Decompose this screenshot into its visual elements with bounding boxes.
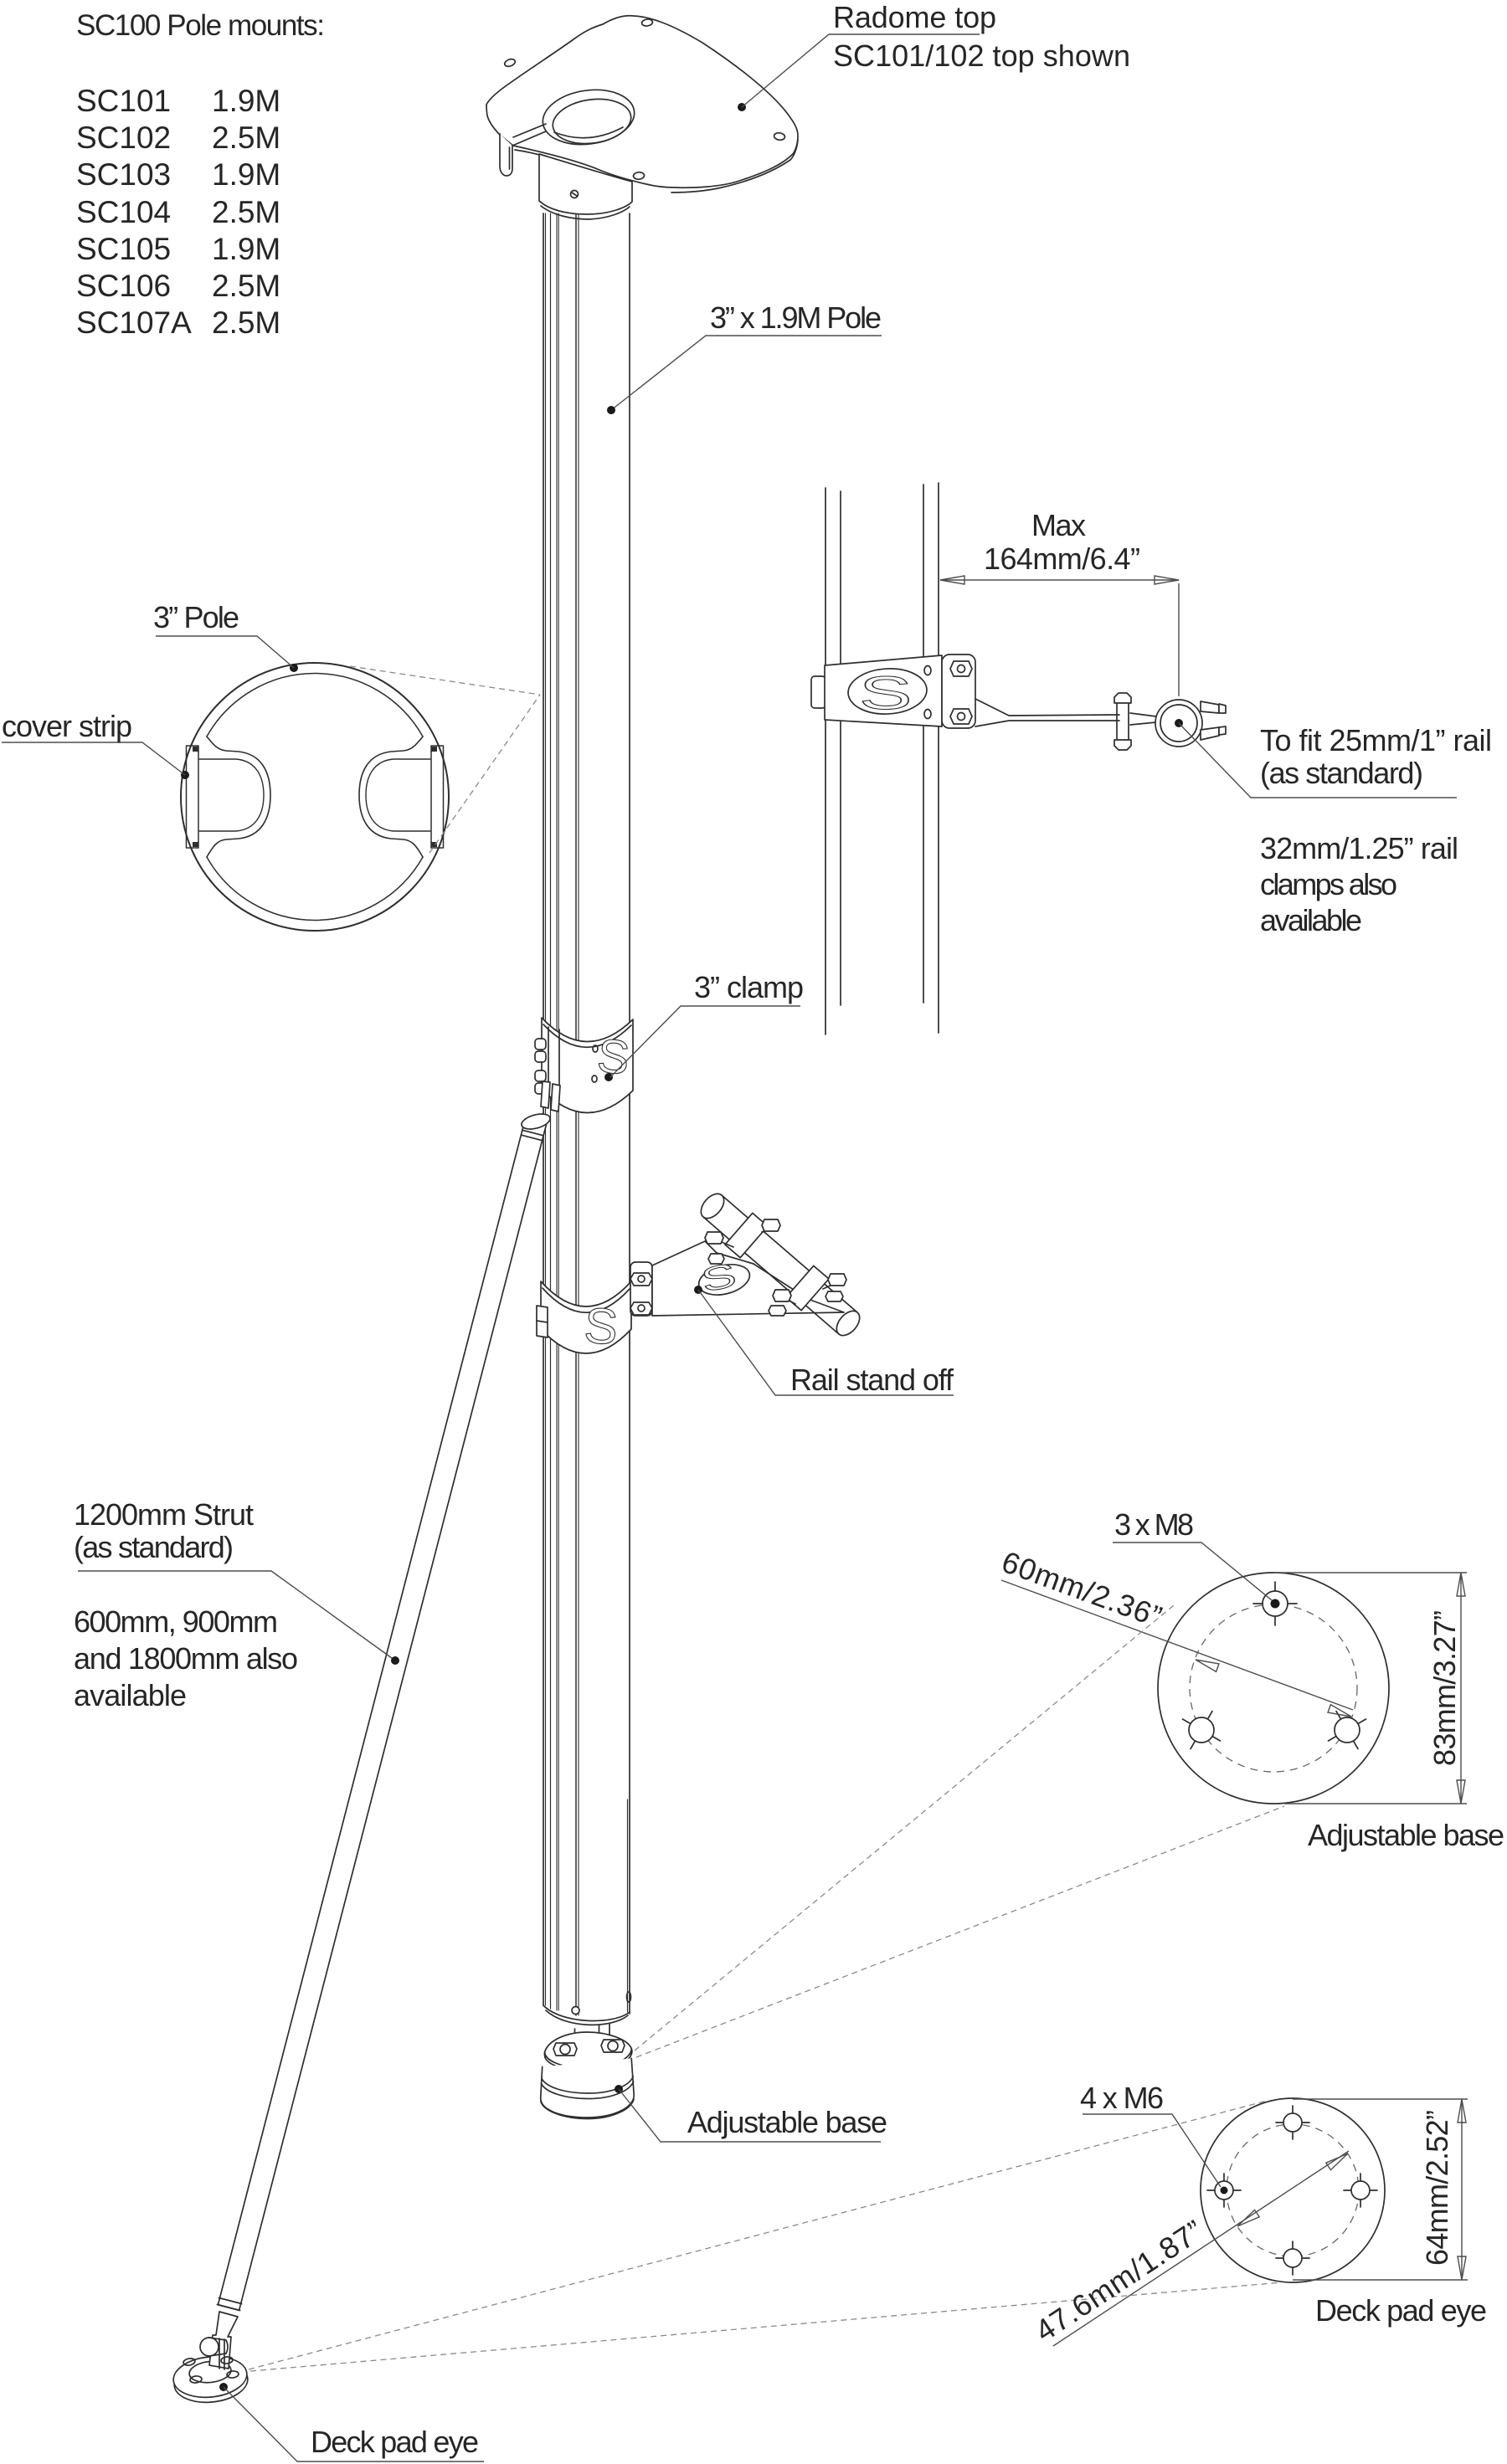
svg-text:4 x M6: 4 x M6	[1080, 2081, 1164, 2115]
svg-text:SC101: SC101	[76, 84, 171, 118]
svg-text:47.6mm/1.87”: 47.6mm/1.87”	[1029, 2213, 1209, 2348]
svg-text:1.9M: 1.9M	[212, 232, 280, 266]
svg-text:83mm/3.27”: 83mm/3.27”	[1427, 1610, 1462, 1766]
svg-text:clamps also: clamps also	[1260, 867, 1397, 901]
svg-text:available: available	[74, 1678, 187, 1712]
svg-text:Rail stand off: Rail stand off	[790, 1363, 954, 1397]
svg-text:64mm/2.52”: 64mm/2.52”	[1420, 2110, 1454, 2266]
svg-text:Adjustable base: Adjustable base	[687, 2105, 887, 2139]
svg-text:Deck pad eye: Deck pad eye	[311, 2425, 479, 2459]
svg-text:3” clamp: 3” clamp	[694, 970, 804, 1004]
svg-text:and 1800mm also: and 1800mm also	[74, 1641, 298, 1676]
svg-text:3 x M8: 3 x M8	[1114, 1507, 1194, 1542]
svg-text:SC100 Pole mounts:: SC100 Pole mounts:	[76, 9, 325, 42]
svg-text:(as standard): (as standard)	[74, 1530, 234, 1564]
svg-text:Adjustable base: Adjustable base	[1308, 1818, 1504, 1852]
svg-text:32mm/1.25” rail: 32mm/1.25” rail	[1260, 831, 1458, 865]
svg-text:1.9M: 1.9M	[212, 157, 280, 192]
svg-text:Max: Max	[1031, 508, 1086, 542]
svg-text:1200mm Strut: 1200mm Strut	[74, 1497, 254, 1532]
svg-text:SC101/102 top shown: SC101/102 top shown	[833, 38, 1130, 73]
svg-text:(as standard): (as standard)	[1260, 756, 1423, 790]
svg-text:Radome top: Radome top	[833, 0, 996, 34]
svg-text:1.9M: 1.9M	[212, 84, 280, 118]
svg-text:SC104: SC104	[76, 195, 171, 229]
svg-text:Deck pad eye: Deck pad eye	[1315, 2293, 1487, 2328]
svg-text:2.5M: 2.5M	[212, 269, 280, 303]
svg-text:S: S	[583, 1297, 620, 1356]
svg-text:SC102: SC102	[76, 121, 171, 155]
svg-text:164mm/6.4”: 164mm/6.4”	[984, 542, 1140, 576]
svg-text:To fit 25mm/1” rail: To fit 25mm/1” rail	[1260, 723, 1492, 757]
svg-text:600mm, 900mm: 600mm, 900mm	[74, 1604, 278, 1639]
svg-text:SC105: SC105	[76, 232, 171, 266]
svg-text:SC107A: SC107A	[76, 305, 192, 340]
svg-text:cover strip: cover strip	[2, 709, 132, 743]
svg-text:SC106: SC106	[76, 269, 171, 303]
svg-text:60mm/2.36”: 60mm/2.36”	[997, 1544, 1166, 1634]
svg-text:3” x 1.9M Pole: 3” x 1.9M Pole	[710, 300, 882, 335]
svg-text:3” Pole: 3” Pole	[153, 600, 239, 634]
svg-text:S: S	[859, 666, 912, 719]
svg-text:available: available	[1260, 903, 1362, 937]
svg-text:2.5M: 2.5M	[212, 195, 280, 229]
svg-text:SC103: SC103	[76, 157, 171, 192]
svg-text:S: S	[594, 1029, 632, 1086]
svg-text:2.5M: 2.5M	[212, 121, 280, 155]
svg-text:2.5M: 2.5M	[212, 305, 280, 340]
